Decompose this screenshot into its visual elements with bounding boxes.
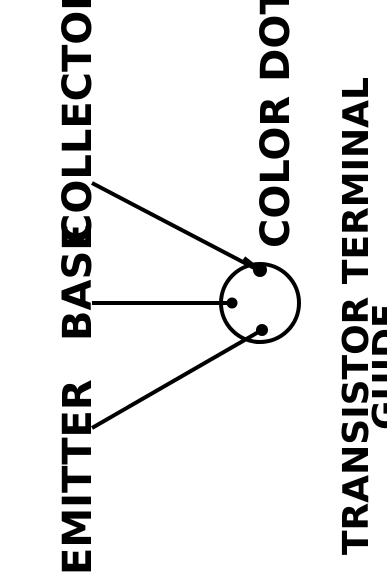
emitter-label: EMITTER xyxy=(55,379,101,575)
collector-label: COLLECTOR xyxy=(55,0,101,243)
caption-line-1: TRANSISTOR TERMINAL xyxy=(336,77,377,555)
emitter-leader-line xyxy=(91,328,263,430)
base-label: BASE xyxy=(55,223,101,341)
collector-leader-line xyxy=(91,181,263,274)
caption-line-2: GUIDE xyxy=(366,303,387,430)
color-dot-leader-line xyxy=(242,256,264,274)
color-dot-label: COLOR DOT xyxy=(253,0,299,248)
